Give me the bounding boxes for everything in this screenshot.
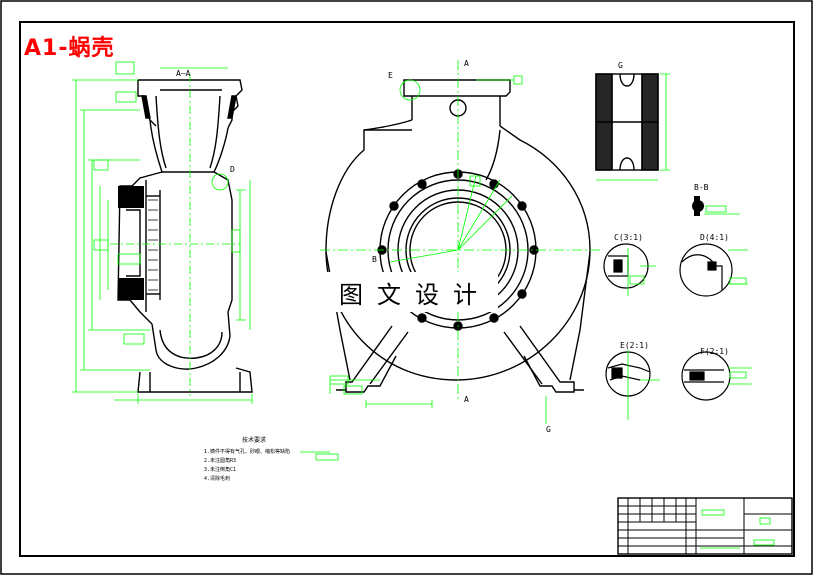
title-block-marks <box>700 509 775 549</box>
detail-d-dimensions <box>728 249 748 285</box>
arrow-label-d: D <box>230 165 235 174</box>
detail-f <box>681 351 731 401</box>
view-g-label: G <box>618 61 623 70</box>
cut-label-bottom: A <box>464 395 469 404</box>
detail-d <box>679 243 733 297</box>
technical-notes: 技术要求 1.铸件不得有气孔、砂眼、缩松等缺陷 2.未注圆角R3 3.未注倒角C… <box>204 436 339 482</box>
section-b-b <box>692 196 740 216</box>
notes-line-1: 1.铸件不得有气孔、砂眼、缩松等缺陷 <box>204 448 290 455</box>
detail-e-label: E(2:1) <box>620 341 649 350</box>
section-b-label: B-B <box>694 183 709 192</box>
detail-f-label: F(2:1) <box>700 347 729 356</box>
notes-line-4: 4.清除毛刺 <box>204 475 230 482</box>
notes-heading: 技术要求 <box>242 436 266 444</box>
section-label: A—A <box>176 69 191 78</box>
front-view-dimensions <box>320 60 600 424</box>
detail-c-dimensions <box>627 248 656 296</box>
arrow-label-g: G <box>546 425 551 434</box>
left-dimensions <box>72 61 253 404</box>
view-g-dimensions <box>596 73 670 181</box>
arrow-label-b: B <box>372 255 377 264</box>
inner-frame <box>19 21 795 557</box>
view-g <box>595 73 659 171</box>
detail-d-label: D(4:1) <box>700 233 729 242</box>
detail-f-dimensions <box>728 367 752 385</box>
drawing-title: A1-蜗壳 <box>24 36 115 61</box>
arrow-label-e: E <box>388 71 393 80</box>
detail-e-dimensions <box>627 350 660 420</box>
detail-c-label: C(3:1) <box>614 233 643 242</box>
watermark-text: 图文设计 <box>322 272 498 312</box>
notes-line-2: 2.未注圆角R3 <box>204 457 236 464</box>
title-block <box>617 497 793 555</box>
cut-label-top: A <box>464 59 469 68</box>
section-view-a-a <box>117 79 253 393</box>
notes-line-3: 3.未注倒角C1 <box>204 466 236 473</box>
